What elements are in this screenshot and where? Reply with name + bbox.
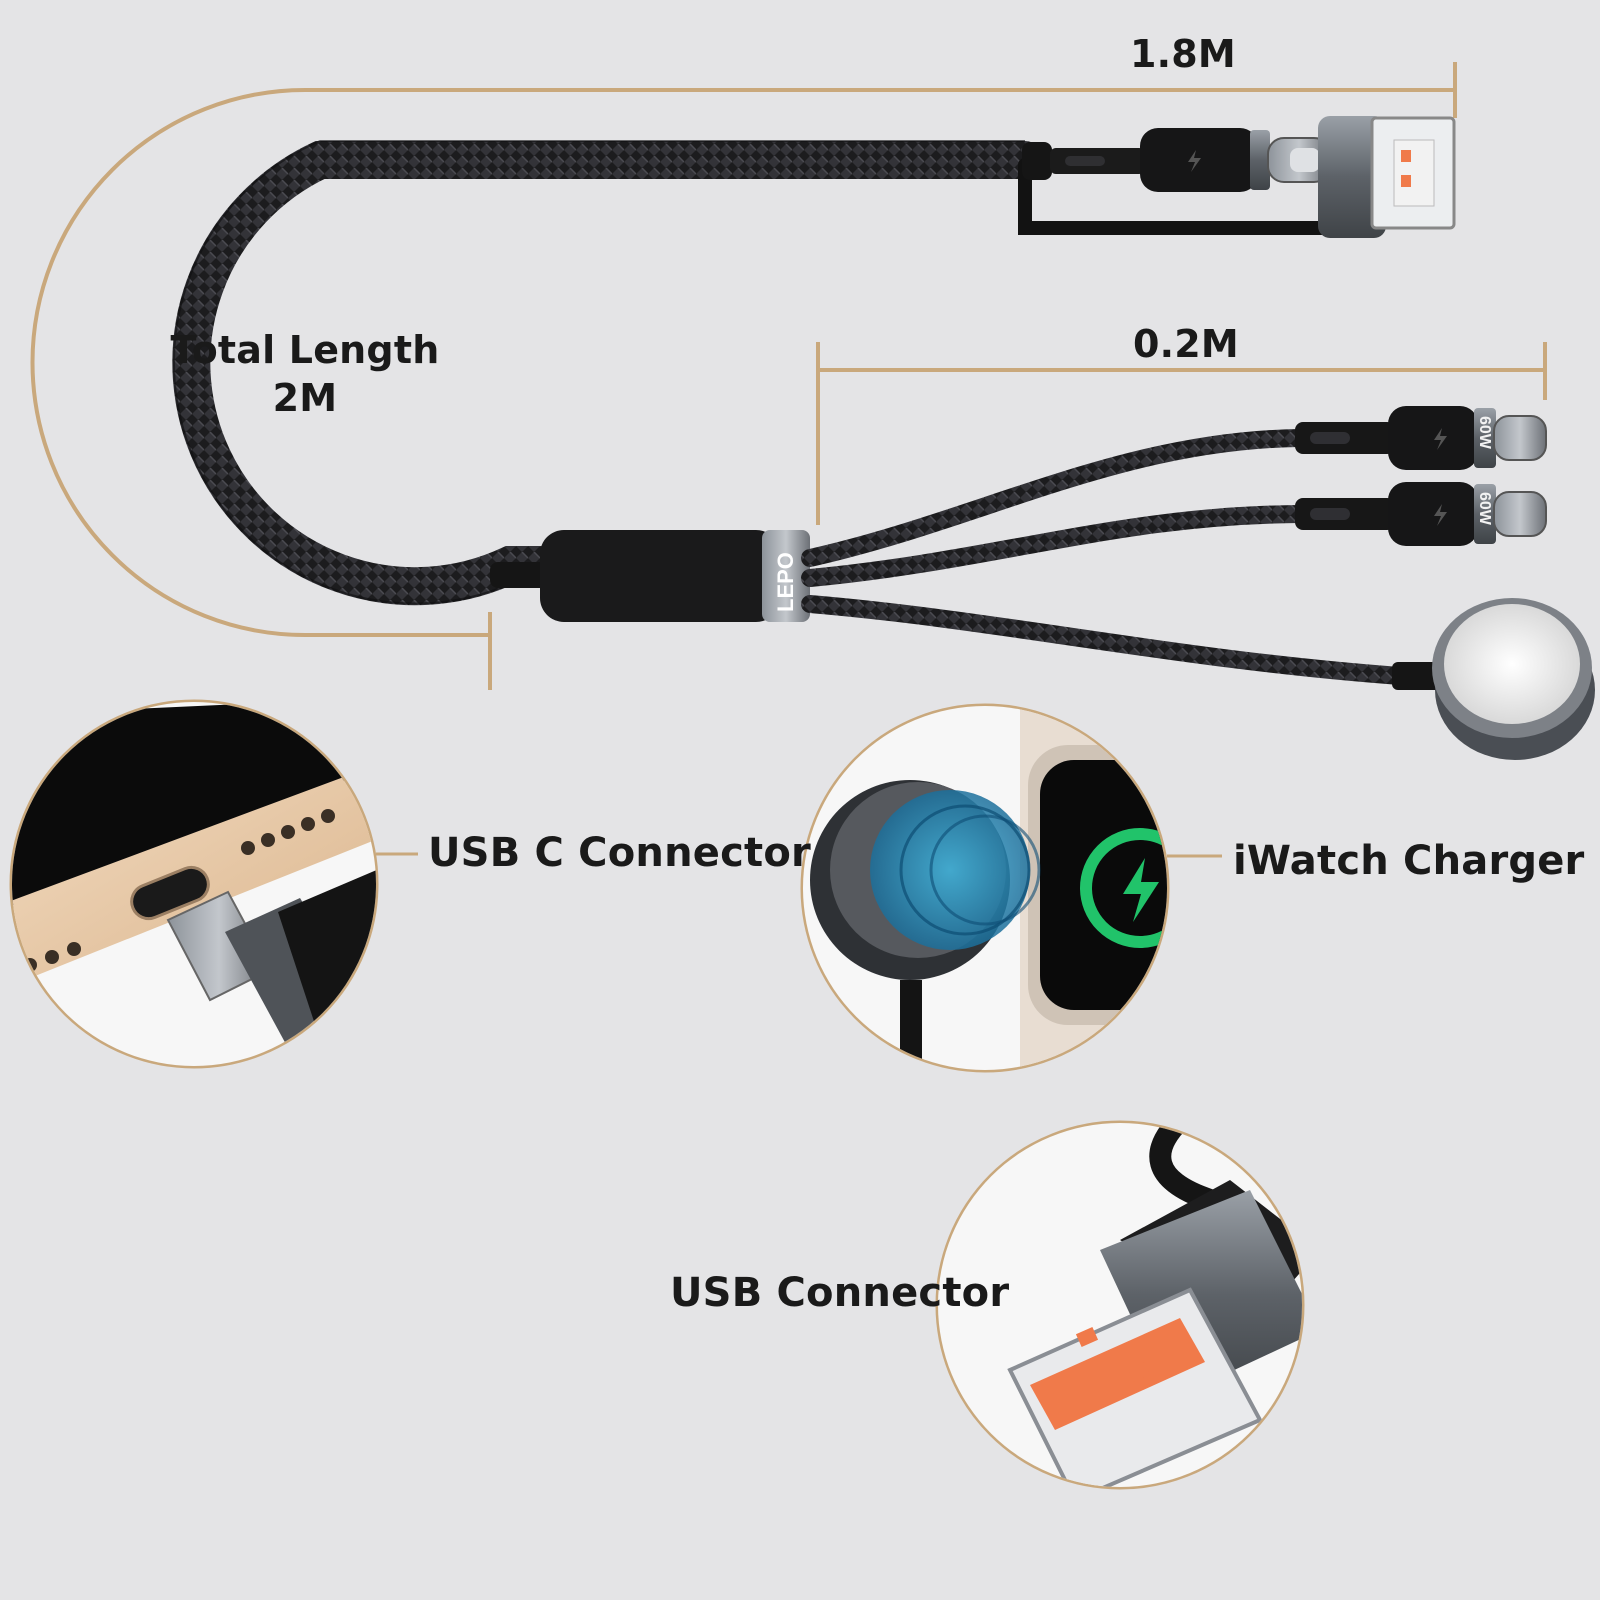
port-1-wattage: 60W — [1476, 416, 1493, 450]
watch-charging-puck — [1392, 598, 1595, 760]
splitter-hub: LEPO — [490, 530, 810, 622]
input-connectors — [1018, 116, 1456, 238]
usb-a-shell — [1007, 1287, 1263, 1487]
usb-c-callout-label: USB C Connector — [428, 830, 811, 876]
adapter-tether — [1018, 158, 1347, 235]
lightning-icon — [1434, 428, 1447, 450]
usb-c-port-illustration — [12, 702, 376, 1066]
charge-ring — [1080, 828, 1167, 948]
iwatch-callout-label: iWatch Charger — [1233, 838, 1585, 884]
brand-mark: LEPO — [773, 552, 798, 612]
charging-bolt-icon — [1123, 858, 1159, 922]
port-2-wattage: 60W — [1476, 492, 1493, 526]
dimension-lines — [30, 62, 1547, 690]
usb-a-adapter — [1318, 116, 1386, 238]
total-length-block: Total Length 2M — [170, 326, 440, 422]
total-length-label: Total Length — [170, 328, 440, 372]
branch-cables — [801, 429, 1409, 685]
usb-a-illustration — [938, 1123, 1302, 1487]
total-length-dimension — [30, 88, 1455, 637]
usb-c-output-2: 60W — [1295, 482, 1547, 546]
usb-a-orange-insert — [1030, 1318, 1205, 1430]
main-cable-length: 1.8M — [1130, 32, 1236, 76]
splitter-body — [540, 530, 780, 622]
usb-callout-label: USB Connector — [670, 1270, 1010, 1316]
brand-band — [762, 530, 810, 622]
braided-cable — [172, 141, 1044, 606]
lightning-icon — [1188, 150, 1201, 172]
lightning-icon — [1434, 504, 1447, 526]
branch-length: 0.2M — [1133, 322, 1239, 366]
total-length-value: 2M — [272, 376, 338, 420]
watch-charging-illustration — [803, 706, 1167, 1070]
usb-c-output-1: 60W — [1295, 406, 1547, 470]
